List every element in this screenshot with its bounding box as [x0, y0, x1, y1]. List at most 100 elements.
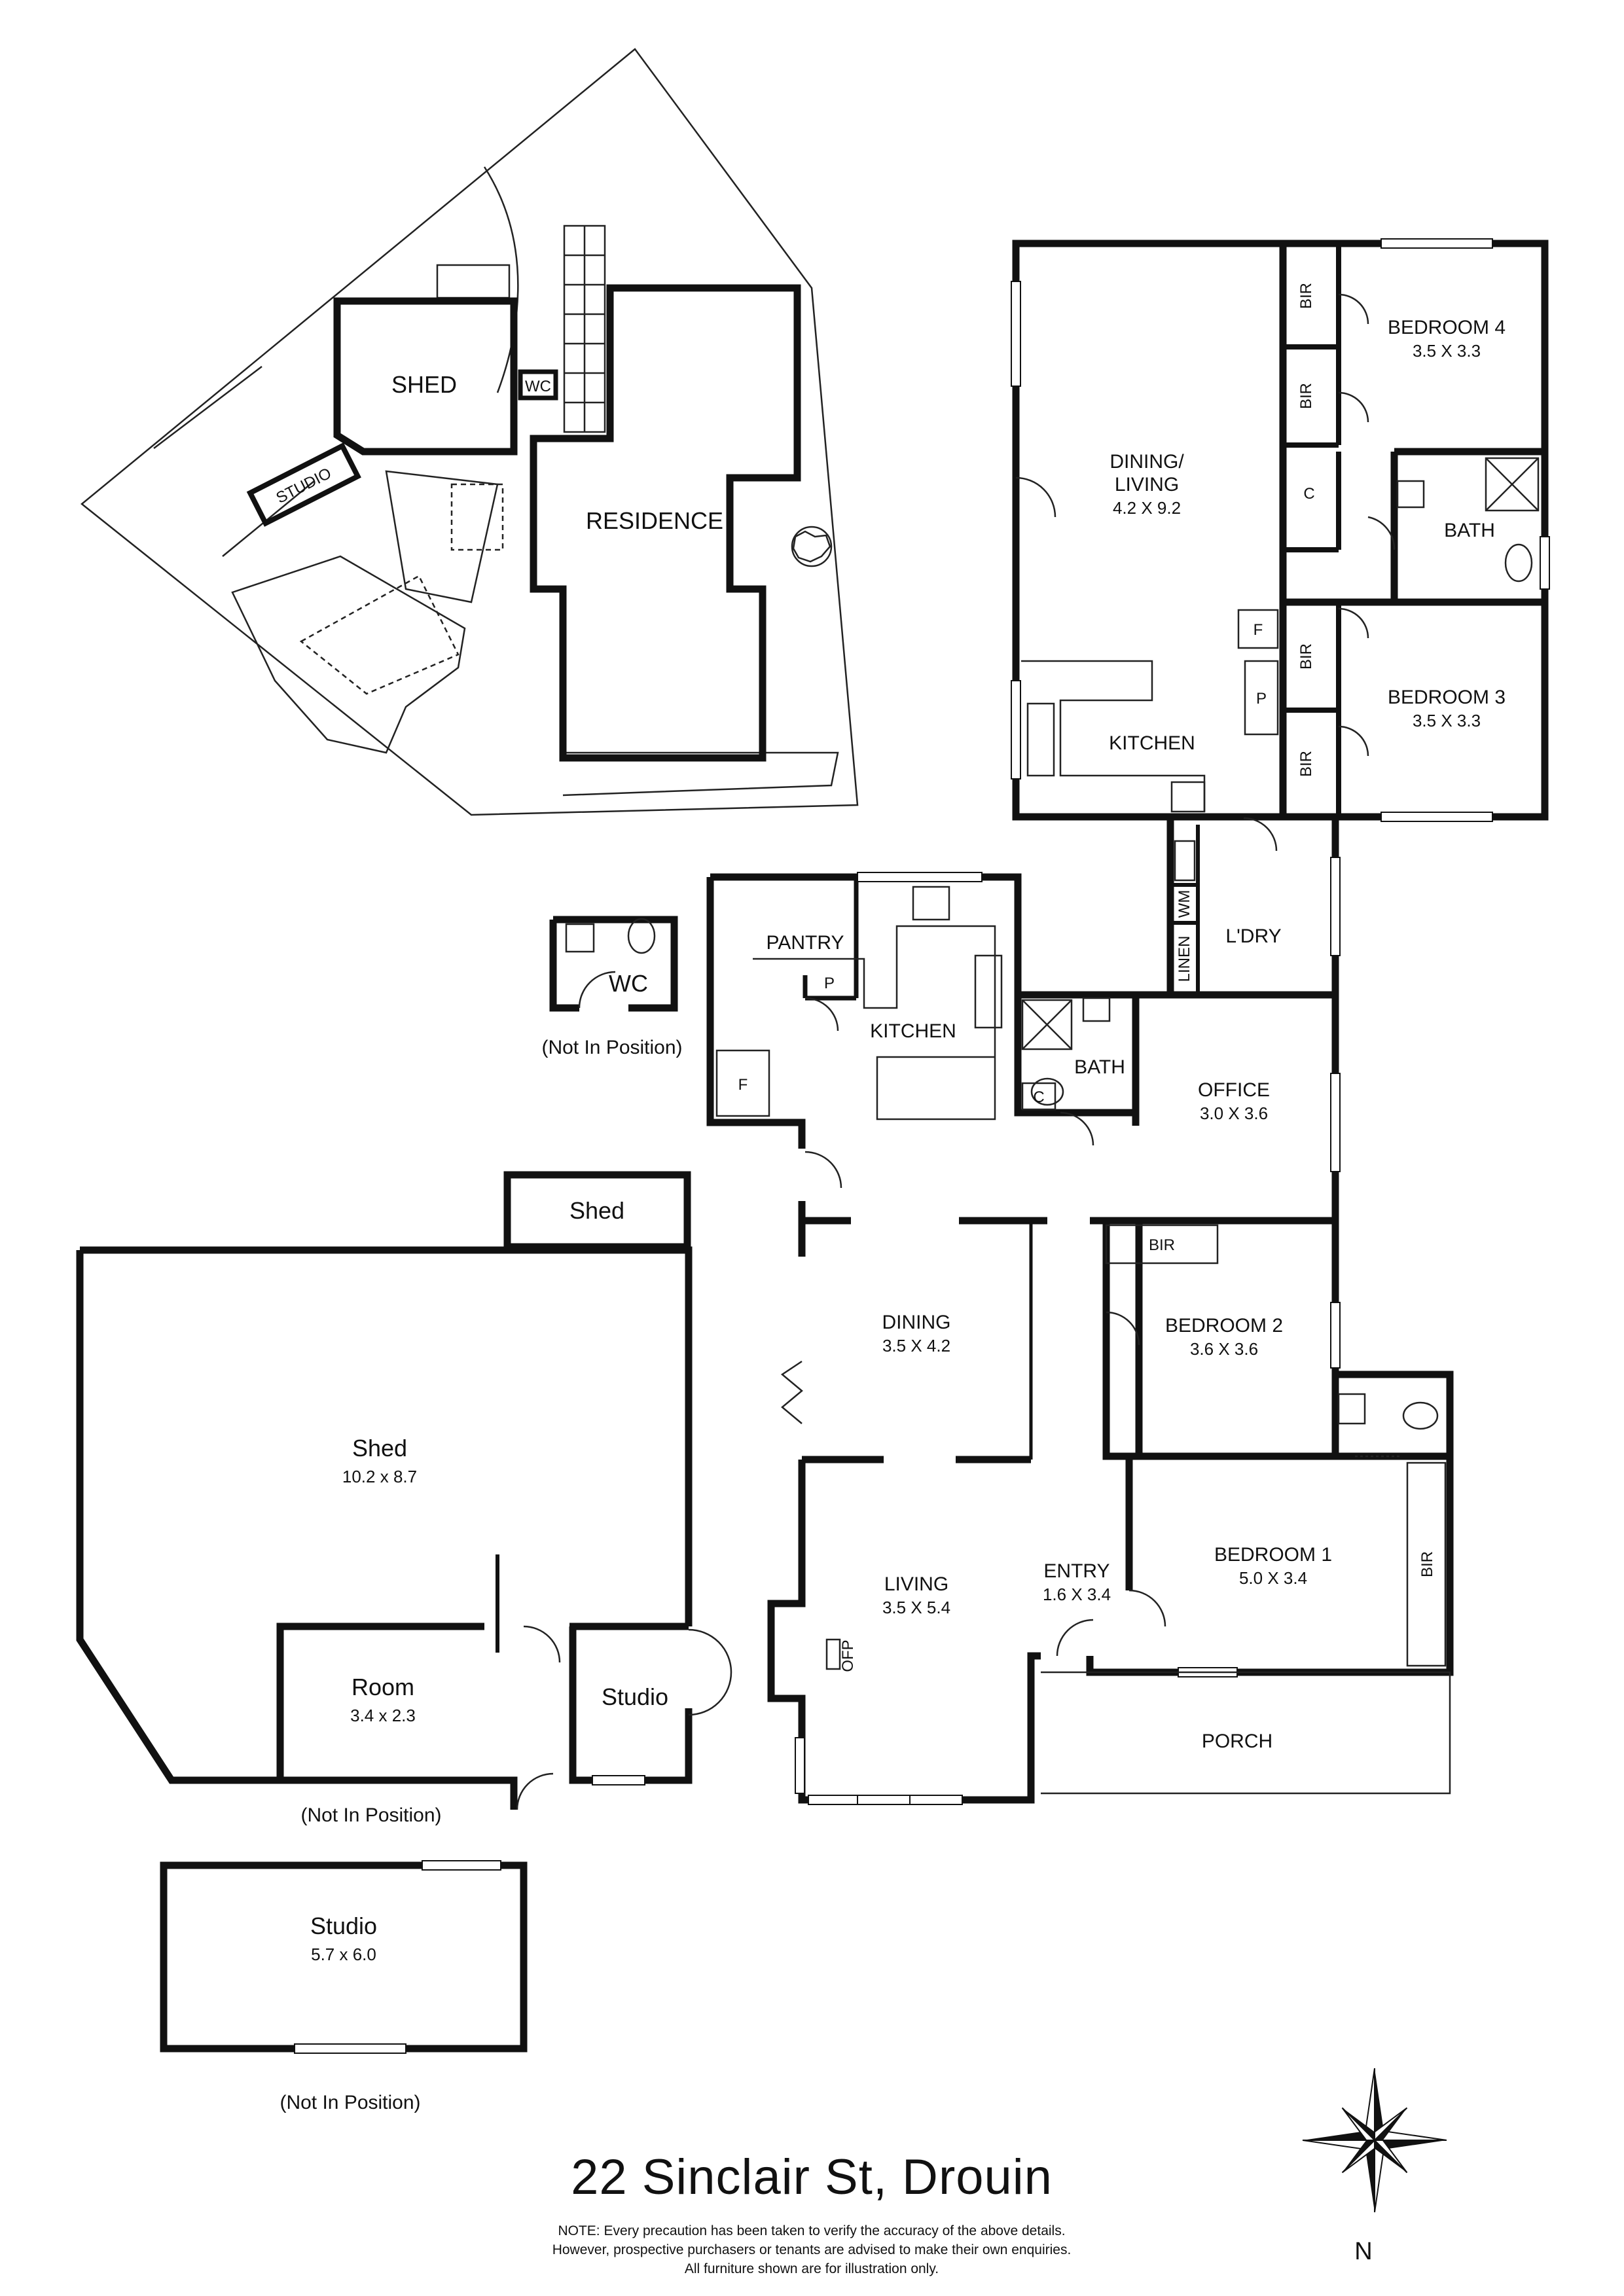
studio-dim: 5.7 x 6.0: [311, 1945, 376, 1964]
outbuildings: WC (Not In Position) Shed Shed 10.2 x 8.…: [76, 916, 732, 2113]
site-paddock-line-1: [153, 366, 262, 449]
rear-wing-outline: [1012, 240, 1549, 821]
rear-f-label: F: [1254, 621, 1263, 639]
front-cooktop-icon: [912, 886, 950, 921]
porch-outline: [1041, 1671, 1451, 1795]
front-kitchen-bench: [753, 925, 996, 1121]
bed2-bir-box: [1105, 1224, 1219, 1265]
bed1-bir-label: BIR: [1418, 1551, 1436, 1577]
fireplace-icon: [825, 1638, 841, 1670]
site-tree-icon: [791, 526, 833, 567]
site-plan: SHED WC STUDIO RESIDENCE: [81, 48, 859, 816]
porch-label: PORCH: [1202, 1731, 1272, 1752]
site-pool-area: [385, 470, 499, 603]
small-shed-label: Shed: [569, 1197, 624, 1224]
bir-c-label: BIR: [1297, 643, 1315, 670]
rear-basin-icon: [1396, 480, 1425, 509]
front-toilet-icon: [1030, 1077, 1064, 1106]
site-carport: [436, 264, 511, 299]
living-dim: 3.5 X 5.4: [882, 1598, 950, 1617]
rear-toilet-icon: [1504, 543, 1533, 583]
north-label: N: [1354, 2238, 1372, 2265]
front-bath-label: BATH: [1074, 1056, 1125, 1078]
site-studio: STUDIO: [246, 442, 361, 527]
laundry-label: L'DRY: [1225, 925, 1281, 947]
room-label: Room: [352, 1674, 414, 1700]
site-boundary: [81, 48, 859, 816]
bir-d-label: BIR: [1297, 751, 1315, 777]
front-f-label: F: [738, 1076, 748, 1094]
site-pool: [450, 483, 504, 551]
studio-label: Studio: [310, 1912, 377, 1939]
property-title: 22 Sinclair St, Drouin: [571, 2149, 1053, 2205]
bedroom2-label: BEDROOM 2: [1165, 1315, 1283, 1336]
rear-kitchen-bench: [1021, 660, 1206, 812]
north-compass-icon: [1302, 2068, 1447, 2213]
studio-note: (Not In Position): [280, 2092, 420, 2113]
site-paddock-line-2: [222, 480, 315, 557]
living-label: LIVING: [884, 1573, 948, 1595]
entry-dim: 1.6 X 3.4: [1043, 1585, 1111, 1604]
wc-basin-icon: [565, 923, 595, 953]
bed1-bir-box: [1406, 1462, 1447, 1667]
dining-label: DINING: [882, 1312, 951, 1333]
disclaimer-line-1: NOTE: Every precaution has been taken to…: [558, 2223, 1065, 2238]
site-wc-outline: [518, 369, 558, 401]
bedroom4-label: BEDROOM 4: [1388, 317, 1506, 338]
ensuite-basin-icon: [1337, 1393, 1366, 1425]
site-residence-outline: [530, 284, 801, 762]
bir-b-label: BIR: [1297, 383, 1315, 409]
site-wc-label: WC: [525, 378, 551, 395]
bir-a-label: BIR: [1297, 283, 1315, 309]
rear-cooktop-icon: [1170, 781, 1206, 813]
site-landscape-shape: [231, 555, 466, 754]
front-kitchen-outline: [710, 873, 1140, 1119]
shed-note: (Not In Position): [300, 1804, 441, 1826]
front-fridge-box: [715, 1049, 770, 1117]
laundry-link: L'DRY WM LINEN: [1166, 817, 1341, 996]
rear-wing: DINING/ LIVING 4.2 X 9.2 BEDROOM 4 3.5 X…: [1011, 238, 1550, 852]
rear-bath-label: BATH: [1444, 520, 1495, 541]
front-basin-icon: [1082, 997, 1111, 1022]
disclaimer-line-2: However, prospective purchasers or tenan…: [552, 2242, 1072, 2257]
big-shed-outline: [80, 1246, 693, 1626]
room-dim: 3.4 x 2.3: [350, 1706, 416, 1725]
rear-c-label: C: [1303, 485, 1314, 503]
bedroom3-label: BEDROOM 3: [1388, 687, 1506, 708]
bedroom2-dim: 3.6 X 3.6: [1190, 1339, 1258, 1359]
front-kitchen-label: KITCHEN: [870, 1020, 956, 1042]
rear-shower-icon: [1485, 457, 1540, 512]
rear-p-label: P: [1256, 690, 1267, 708]
linen-label: LINEN: [1176, 936, 1193, 982]
site-residence-label: RESIDENCE: [586, 507, 723, 534]
front-shower-icon: [1021, 999, 1073, 1050]
big-shed-label: Shed: [352, 1435, 407, 1462]
disclaimer-line-3: All furniture shown are for illustration…: [685, 2261, 939, 2276]
dining-living-label-1: DINING/: [1110, 451, 1184, 473]
rear-kitchen-label: KITCHEN: [1109, 732, 1195, 754]
site-paving: [563, 224, 606, 433]
site-court: [299, 575, 460, 695]
site-shed-label: SHED: [391, 371, 457, 398]
studio-small-label: Studio: [602, 1683, 668, 1710]
ofp-label: OFP: [839, 1640, 857, 1672]
site-shed-outline: [333, 297, 518, 456]
wc-toilet-icon: [627, 918, 656, 954]
office-dim: 3.0 X 3.6: [1200, 1103, 1268, 1123]
rear-fridge-box: [1237, 609, 1279, 649]
office-label: OFFICE: [1198, 1079, 1270, 1101]
bedroom3-dim: 3.5 X 3.3: [1413, 711, 1481, 730]
main-house: PANTRY P KITCHEN F BATH C OFFICE 3.0 X 3…: [706, 872, 1454, 1805]
entry-label: ENTRY: [1043, 1560, 1110, 1582]
front-c-label: C: [1033, 1088, 1044, 1106]
pantry-label: PANTRY: [767, 932, 844, 954]
wc-note: (Not In Position): [541, 1037, 682, 1058]
bedroom1-label: BEDROOM 1: [1214, 1544, 1332, 1566]
site-path: [562, 751, 839, 797]
front-sink-icon: [974, 954, 1003, 1029]
bifold-door-icon: [780, 1360, 803, 1424]
site-driveway-curve: [483, 166, 519, 393]
bedroom4-dim: 3.5 X 3.3: [1413, 341, 1481, 361]
dining-dim: 3.5 X 4.2: [882, 1336, 950, 1355]
